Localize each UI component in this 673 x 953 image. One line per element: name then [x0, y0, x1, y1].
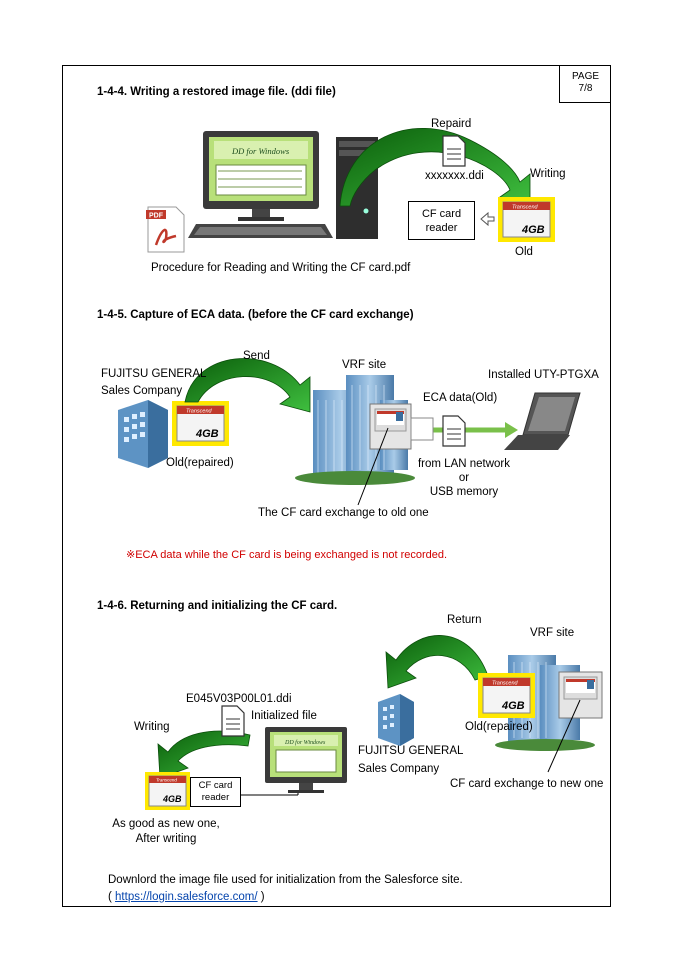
page-frame	[62, 65, 611, 907]
desktop-monitor-icon: DD for Windows	[265, 727, 347, 793]
installed-label: Installed UTY-PTGXA	[488, 369, 599, 381]
salesforce-link[interactable]: https://login.salesforce.com/	[115, 891, 258, 903]
office-building-icon	[118, 400, 168, 468]
section-heading: 1-4-4. Writing a restored image file. (d…	[97, 86, 336, 98]
link-close-paren: )	[257, 891, 265, 903]
section-heading: 1-4-6. Returning and initializing the CF…	[97, 600, 338, 612]
pdf-label: PDF	[149, 213, 164, 220]
cf-card-icon: Transcend 4GB	[145, 772, 190, 810]
return-arrow	[385, 635, 489, 689]
office-building-icon	[378, 694, 414, 746]
send-label: Send	[243, 350, 270, 362]
document-icon	[221, 705, 245, 737]
card-brand: Transcend	[512, 205, 539, 211]
exchange-caption: The CF card exchange to old one	[258, 507, 429, 519]
cf-card-icon: Transcend 4GB	[498, 197, 555, 242]
from-lan-label: from LAN network or USB memory	[416, 457, 512, 499]
eca-note: ※ECA data while the CF card is being exc…	[126, 549, 448, 561]
good-as-new-line-1: As good as new one,	[112, 818, 220, 830]
writing-arrow	[157, 730, 251, 779]
card-brand: Transcend	[186, 409, 213, 415]
pointer-line	[357, 427, 389, 506]
cf-card-icon: Transcend 4GB	[478, 673, 535, 718]
app-title: DD for Windows	[231, 146, 290, 156]
good-as-new-label: As good as new one, After writing	[104, 817, 228, 847]
card-brand: Transcend	[492, 681, 519, 687]
pointer-line	[547, 699, 581, 773]
return-label: Return	[447, 614, 482, 626]
send-arrow	[184, 358, 311, 413]
vrf-site-label: VRF site	[342, 359, 387, 371]
card-brand: Transcend	[156, 778, 177, 783]
link-line: ( https://login.salesforce.com/ )	[108, 891, 265, 903]
desktop-computer-icon: DD for Windows	[188, 131, 378, 239]
document-icon	[442, 415, 466, 447]
cf-card-reader-box: CF card reader	[190, 777, 241, 807]
ddi-filename: xxxxxxx.ddi	[425, 170, 484, 182]
card-capacity: 4GB	[501, 700, 525, 712]
vrf-site-label: VRF site	[530, 627, 575, 639]
fujitsu-name: FUJITSU GENERAL	[101, 368, 207, 380]
fujitsu-name: FUJITSU GENERAL	[358, 745, 464, 757]
cf-reader-line-1: CF card	[198, 780, 233, 791]
small-left-arrow-icon	[480, 211, 495, 227]
eca-data-label: ECA data(Old)	[423, 392, 498, 404]
cf-card-reader-box: CF card reader	[408, 201, 475, 240]
pdf-caption: Procedure for Reading and Writing the CF…	[151, 262, 411, 274]
from-lan-line-3: USB memory	[429, 486, 499, 498]
old-repaired-label: Old(repaired)	[465, 721, 533, 733]
vrf-site-buildings	[295, 375, 415, 485]
pdf-icon: PDF	[146, 206, 185, 253]
writing-label: Writing	[134, 721, 170, 733]
cf-reader-line-2: reader	[425, 222, 458, 234]
cf-reader-line-2: reader	[201, 792, 230, 803]
page-number-box: PAGE 7/8	[559, 65, 611, 103]
old-label: Old	[515, 246, 533, 258]
page-number: 7/8	[578, 83, 593, 94]
old-repaired-label: Old(repaired)	[166, 457, 234, 469]
laptop-icon	[504, 392, 581, 450]
writing-arrow	[339, 127, 531, 207]
card-capacity: 4GB	[521, 224, 545, 236]
ddi-filename: E045V03P00L01.ddi	[186, 693, 292, 705]
link-open-paren: (	[108, 891, 116, 903]
repaired-label: Repaird	[431, 118, 472, 130]
card-capacity: 4GB	[195, 428, 219, 440]
from-lan-line-1: from LAN network	[417, 458, 511, 470]
sales-company: Sales Company	[358, 763, 440, 775]
download-text: Downlord the image file used for initial…	[108, 874, 463, 886]
sales-company: Sales Company	[101, 385, 183, 397]
page-label: PAGE	[571, 71, 600, 82]
initialized-label: Initialized file	[251, 710, 317, 722]
card-capacity: 4GB	[162, 794, 182, 804]
from-lan-line-2: or	[458, 472, 470, 484]
cf-card-icon: Transcend 4GB	[172, 401, 229, 446]
app-title: DD for Windows	[284, 739, 326, 746]
writing-label: Writing	[530, 168, 566, 180]
cf-reader-line-1: CF card	[421, 208, 462, 220]
exchange-new-label: CF card exchange to new one	[450, 778, 604, 790]
good-as-new-line-2: After writing	[135, 833, 197, 845]
document-icon	[442, 135, 466, 167]
section-heading: 1-4-5. Capture of ECA data. (before the …	[97, 309, 414, 321]
lan-port	[410, 417, 434, 441]
